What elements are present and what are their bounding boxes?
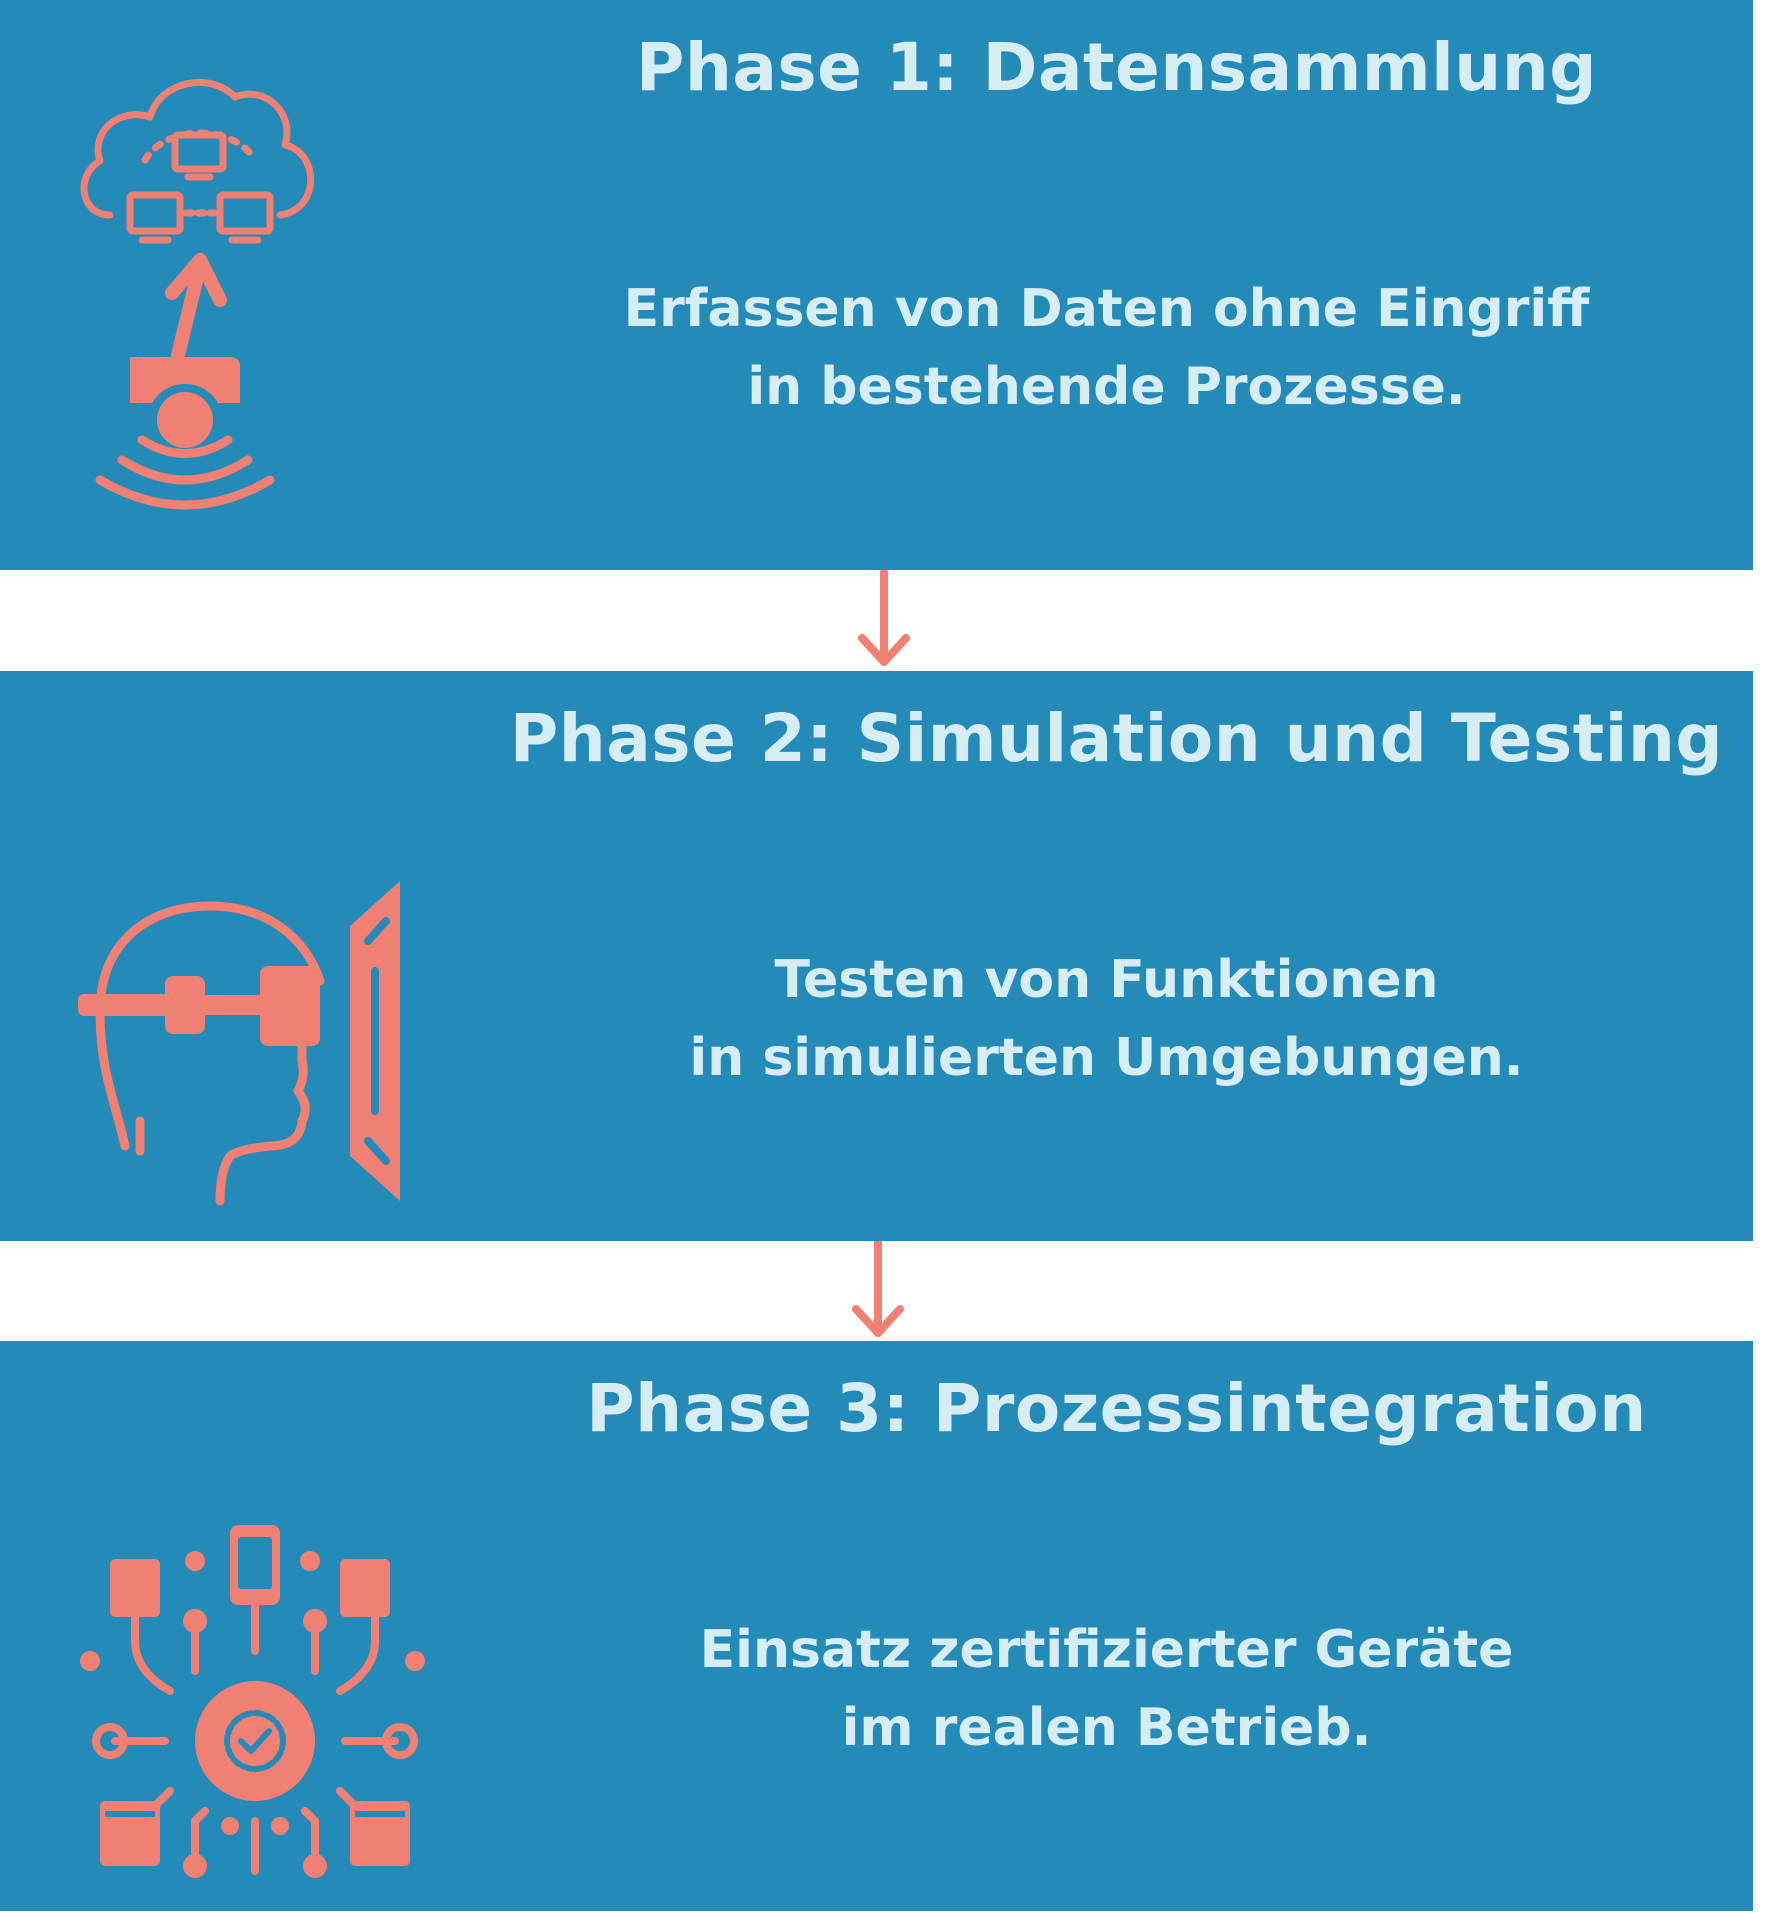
phase-1-description: Erfassen von Daten ohne Eingriff in best… [520,270,1693,426]
phase-1-description-line-2: in bestehende Prozesse. [747,357,1466,417]
arrow-down-icon [852,1241,904,1337]
phase-2-description: Testen von Funktionen in simulierten Umg… [520,941,1693,1097]
phase-3-panel: Phase 3: Prozessintegration Einsatz zert… [0,1341,1753,1911]
phase-3-description-line-2: im realen Betrieb. [841,1698,1372,1758]
phase-1-title: Phase 1: Datensammlung [635,29,1598,106]
vr-headset-icon [78,881,400,1206]
phase-3-description-line-1: Einsatz zertifizierter Geräte [699,1620,1514,1680]
phase-2-description-line-2: in simulierten Umgebungen. [689,1028,1524,1088]
cloud-sensor-icon [80,79,315,510]
device-network-icon [80,1525,425,1878]
phase-2-description-line-1: Testen von Funktionen [774,950,1439,1010]
phase-2-panel: Phase 2: Simulation und Testing Testen v… [0,671,1753,1241]
phase-2-title: Phase 2: Simulation und Testing [509,700,1724,777]
phase-3-description: Einsatz zertifizierter Geräte im realen … [520,1611,1693,1767]
arrow-down-icon [858,570,910,666]
phase-1-description-line-1: Erfassen von Daten ohne Eingriff [623,279,1590,339]
phase-1-panel: Phase 1: Datensammlung Erfassen von Date… [0,0,1753,570]
phase-3-title: Phase 3: Prozessintegration [586,1370,1647,1447]
